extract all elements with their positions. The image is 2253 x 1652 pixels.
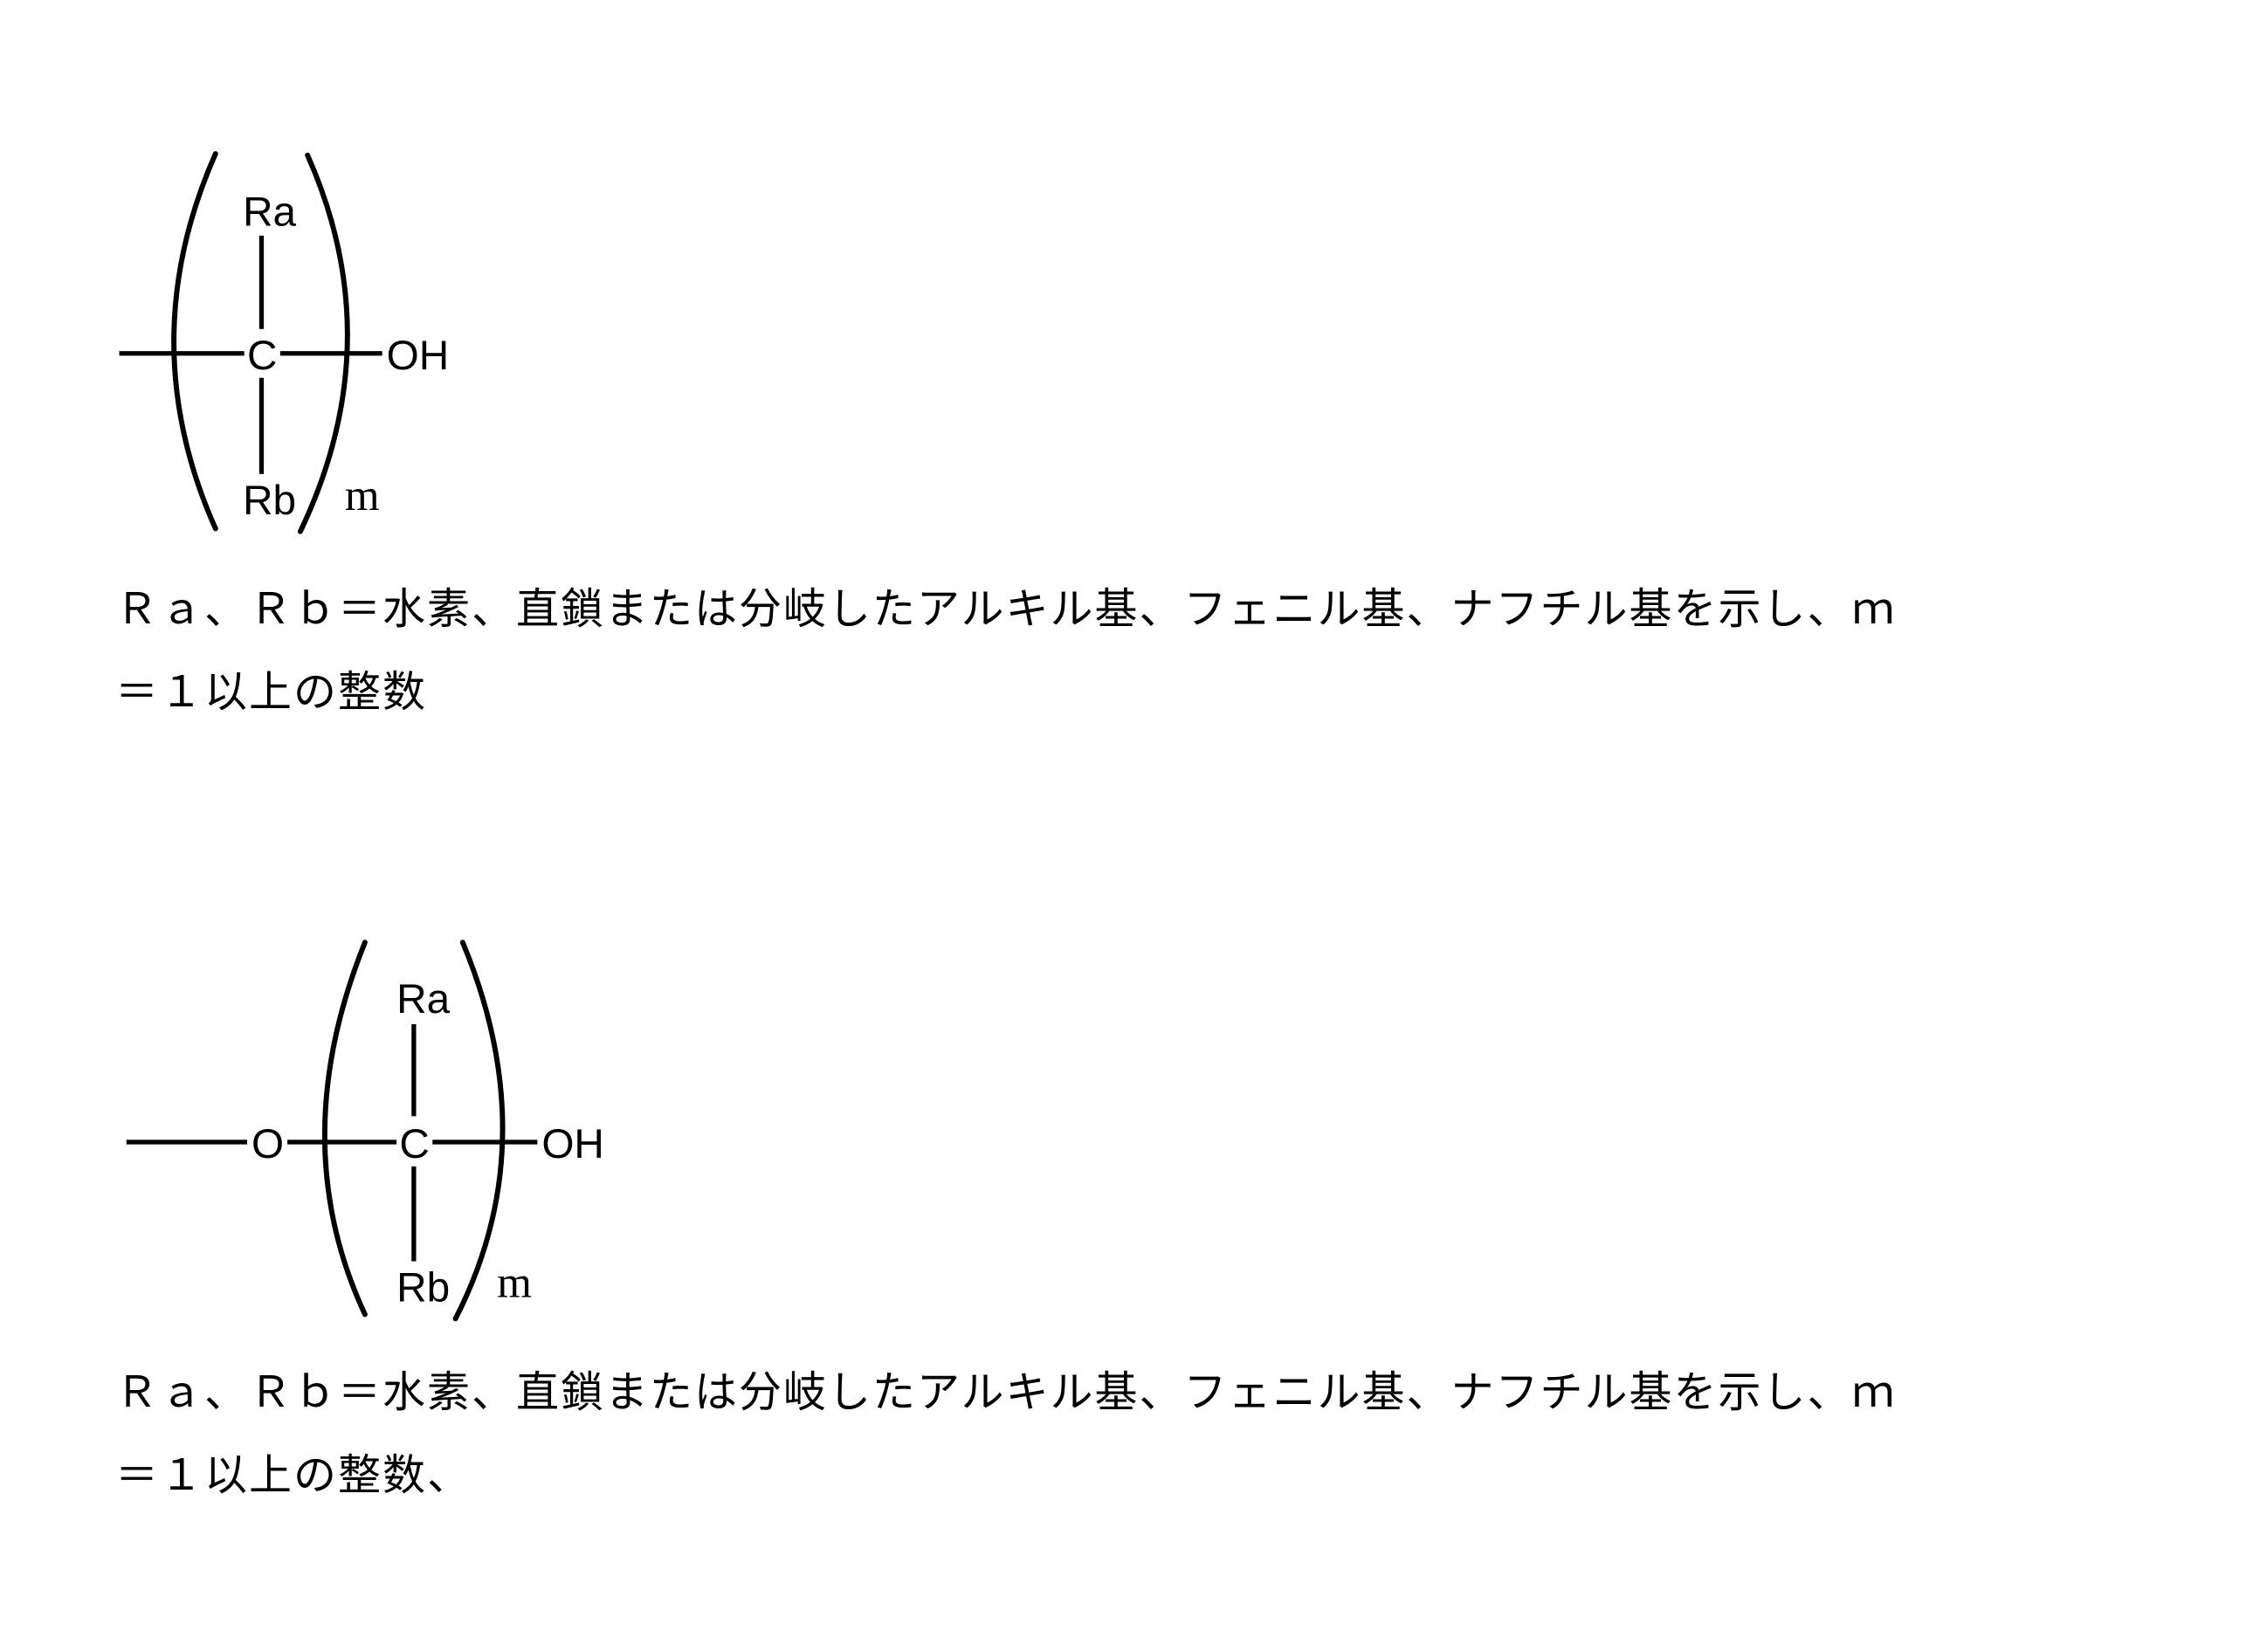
substituent-ra: Ra	[243, 189, 296, 235]
substituent-rb: Rb	[243, 478, 296, 524]
terminal-oh: OH	[541, 1121, 604, 1167]
caption-2-line-2: ＝１以上の整数、	[115, 1450, 472, 1500]
terminal-oh: OH	[387, 333, 450, 379]
caption-1-line-1: Ｒａ、Ｒｂ＝水素、直鎖または分岐したアルキル基、フェニル基、ナフチル基を示し、ｍ	[115, 584, 1897, 634]
repeat-index-m: m	[345, 472, 380, 520]
left-parenthesis	[321, 940, 368, 1318]
center-carbon: C	[399, 1121, 429, 1167]
repeat-index-m: m	[497, 1259, 532, 1308]
caption-1-line-2: ＝１以上の整数	[115, 667, 428, 717]
center-carbon: C	[247, 333, 277, 379]
left-parenthesis	[171, 151, 218, 532]
substituent-rb: Rb	[396, 1265, 450, 1311]
right-parenthesis	[452, 940, 506, 1322]
structure-2: O Ra C OH Rb m	[126, 940, 604, 1322]
right-parenthesis	[297, 152, 350, 534]
ether-oxygen: O	[251, 1121, 284, 1167]
substituent-ra: Ra	[396, 976, 450, 1022]
caption-2-line-1: Ｒａ、Ｒｂ＝水素、直鎖または分岐したアルキル基、フェニル基、ナフチル基を示し、ｍ	[115, 1367, 1897, 1417]
structure-1: Ra C OH Rb m	[119, 151, 450, 534]
